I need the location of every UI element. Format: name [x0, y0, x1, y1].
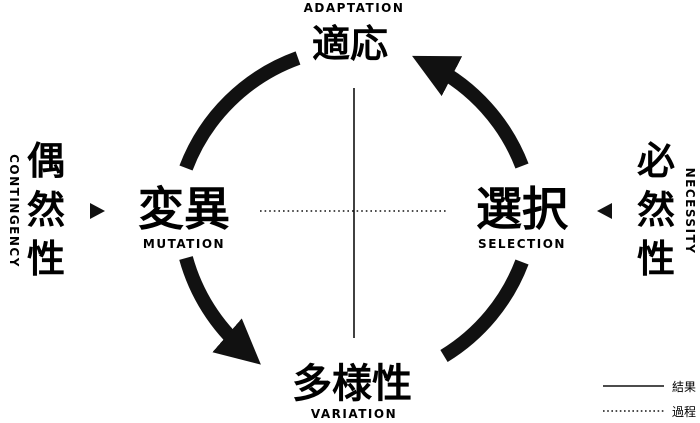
necessity-pointer-triangle [597, 203, 612, 219]
contingency-char-3: 性 [27, 237, 65, 281]
necessity-char-3: 性 [637, 237, 675, 281]
arc-mutation-to-variation-arrow [179, 256, 261, 365]
variation-japanese-label: 多様性 [292, 361, 412, 407]
contingency-char-1: 偶 [27, 139, 65, 183]
legend: 結果 過程 [603, 380, 696, 419]
necessity-char-1: 必 [637, 139, 675, 183]
adaptation-english-label: ADAPTATION [304, 1, 405, 15]
arc-selection-to-adaptation-arrow [412, 55, 529, 169]
necessity-english-label: NECESSITY [683, 168, 697, 255]
selection-japanese-label: 選択 [476, 182, 569, 236]
necessity-char-2: 然 [637, 188, 675, 232]
contingency-english-label: CONTINGENCY [7, 154, 21, 268]
adaptation-japanese-label: 適応 [312, 22, 388, 66]
contingency-char-2: 然 [27, 188, 65, 232]
selection-english-label: SELECTION [478, 237, 566, 251]
mutation-english-label: MUTATION [143, 237, 225, 251]
mutation-japanese-label: 変異 [138, 182, 230, 236]
variation-english-label: VARIATION [311, 407, 397, 421]
arc-mutation-to-adaptation [179, 51, 301, 171]
legend-result-label: 結果 [672, 380, 696, 394]
arc-variation-to-selection [440, 259, 529, 362]
contingency-pointer-triangle [90, 203, 105, 219]
legend-process-label: 過程 [672, 404, 696, 419]
